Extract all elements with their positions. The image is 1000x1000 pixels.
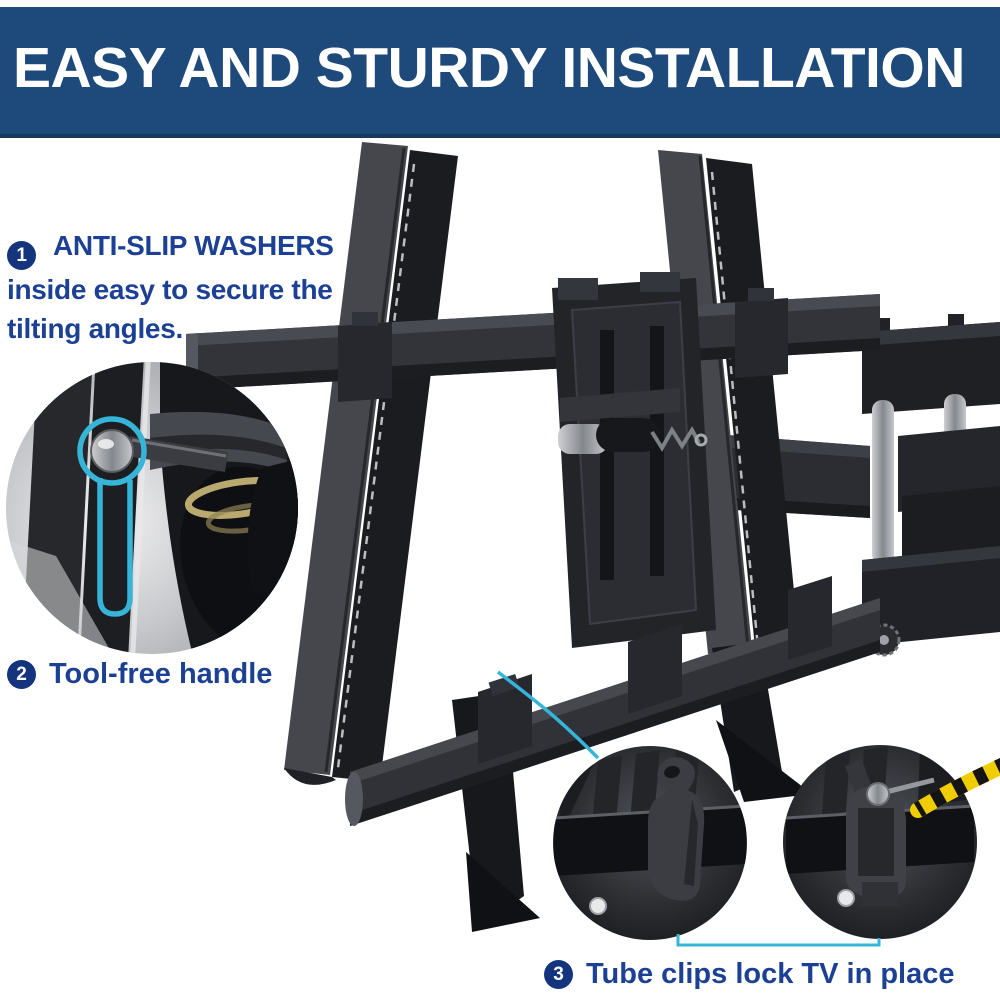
- number-badge-2: 2: [7, 660, 36, 689]
- annotation-tool-free-handle: 2 Tool-free handle: [7, 658, 272, 691]
- callout-bracket-line: [676, 934, 881, 947]
- tilt-handle: [558, 388, 708, 454]
- wall-plate: [862, 314, 1000, 657]
- annotation-1-text-1: ANTI-SLIP WASHERS: [53, 230, 334, 261]
- callout-circle-handle: [6, 362, 298, 654]
- power-cable: [910, 757, 1000, 818]
- annotation-3-text: Tube clips lock TV in place: [586, 958, 955, 990]
- right-bracket-arm: [658, 150, 800, 658]
- annotation-2-text: Tool-free handle: [49, 658, 273, 690]
- annotation-1-text-2: inside easy to secure the: [7, 274, 333, 305]
- callout-circle-clip-right: [783, 745, 977, 939]
- lower-crossbar: [345, 576, 880, 826]
- callout-circle-clip-left: [553, 746, 747, 940]
- number-badge-3: 3: [544, 960, 573, 989]
- annotation-1-line-1: 1 ANTI-SLIP WASHERS: [7, 226, 427, 270]
- screw: [866, 782, 890, 806]
- handle-bolt: [90, 429, 134, 473]
- left-bracket-arm: [284, 142, 458, 785]
- header-banner: EASY AND STURDY INSTALLATION: [0, 7, 1000, 138]
- number-badge-1: 1: [7, 241, 36, 270]
- vesa-plate: [552, 272, 716, 648]
- upper-crossbar: [186, 288, 880, 402]
- annotation-anti-slip-washers: 1 ANTI-SLIP WASHERS inside easy to secure…: [7, 226, 427, 348]
- leader-line: [496, 670, 600, 760]
- page-title: EASY AND STURDY INSTALLATION: [13, 36, 965, 100]
- handle-highlight-outline: [77, 416, 147, 617]
- annotation-tube-clips: 3 Tube clips lock TV in place: [544, 958, 955, 991]
- annotation-1-text-3: tilting angles.: [7, 313, 183, 344]
